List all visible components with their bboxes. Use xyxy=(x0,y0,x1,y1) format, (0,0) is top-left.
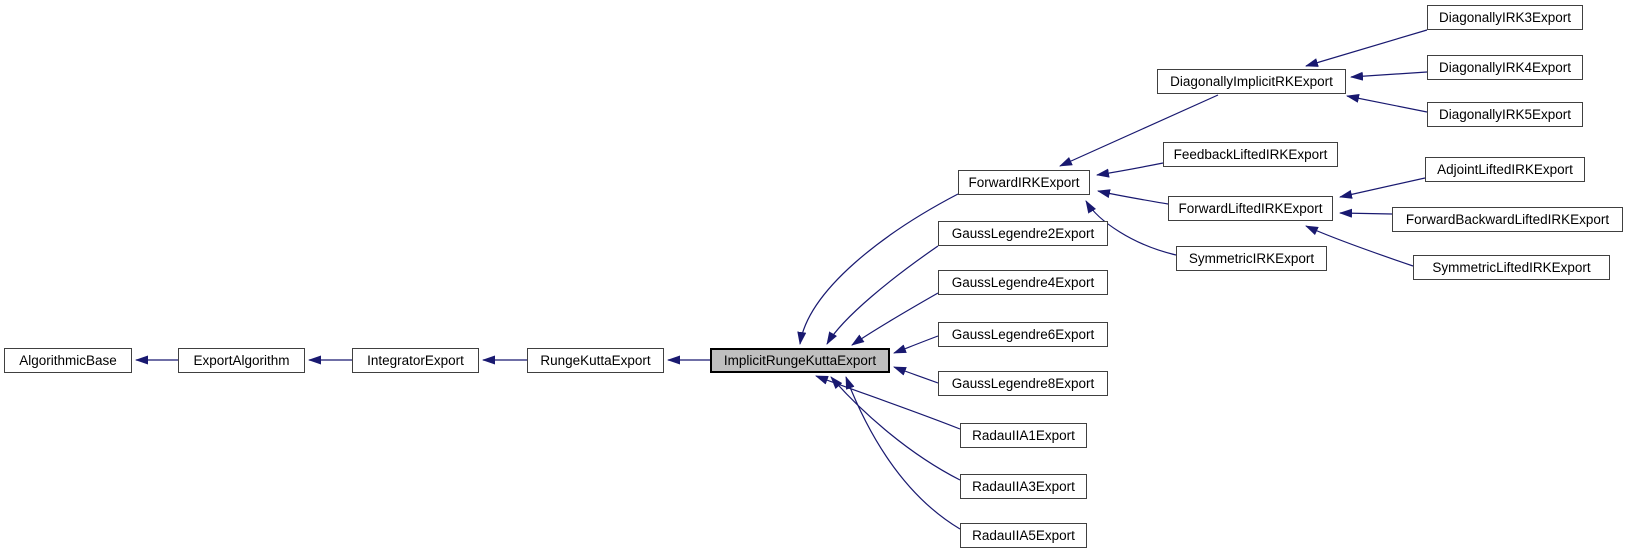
class-node-diagonallyirk4export[interactable]: DiagonallyIRK4Export xyxy=(1427,55,1583,80)
class-node-implicitrungekuttaexport: ImplicitRungeKuttaExport xyxy=(710,348,890,373)
class-node-diagonallyirk5export[interactable]: DiagonallyIRK5Export xyxy=(1427,102,1583,127)
class-node-label: RungeKuttaExport xyxy=(540,352,651,368)
class-node-label: GaussLegendre4Export xyxy=(951,274,1095,290)
class-node-label: GaussLegendre8Export xyxy=(951,375,1095,391)
inheritance-edge-radauiia5export-to-implicitrungekuttaexport xyxy=(845,376,961,530)
class-node-integratorexport[interactable]: IntegratorExport xyxy=(352,348,479,373)
inheritance-edge-radauiia1export-to-implicitrungekuttaexport xyxy=(815,375,961,430)
class-node-label: ExportAlgorithm xyxy=(193,352,290,368)
class-node-label: ForwardIRKExport xyxy=(968,174,1080,190)
inheritance-edge-symmetricliftedirkexport-to-forwardliftedirkexport xyxy=(1305,225,1414,267)
class-node-diagonallyirk3export[interactable]: DiagonallyIRK3Export xyxy=(1427,5,1583,30)
class-node-label: FeedbackLiftedIRKExport xyxy=(1173,146,1328,162)
class-node-label: RadauIIA1Export xyxy=(972,427,1075,443)
class-node-feedbackliftedirkexport[interactable]: FeedbackLiftedIRKExport xyxy=(1163,142,1338,167)
class-node-label: AlgorithmicBase xyxy=(19,352,117,368)
class-node-diagonallyimplicitrkexport[interactable]: DiagonallyImplicitRKExport xyxy=(1157,69,1346,94)
class-node-label: IntegratorExport xyxy=(367,352,464,368)
class-node-rungekuttaexport[interactable]: RungeKuttaExport xyxy=(527,348,664,373)
class-node-exportalgorithm[interactable]: ExportAlgorithm xyxy=(178,348,305,373)
class-node-radauiia5export[interactable]: RadauIIA5Export xyxy=(960,523,1087,548)
inheritance-edge-diagonallyirk3export-to-diagonallyimplicitrkexport xyxy=(1305,29,1428,67)
inheritance-edge-gausslegendre8export-to-implicitrungekuttaexport xyxy=(893,366,939,384)
inheritance-edge-gausslegendre4export-to-implicitrungekuttaexport xyxy=(851,292,939,346)
class-node-label: DiagonallyImplicitRKExport xyxy=(1170,73,1333,89)
inheritance-edge-forwardliftedirkexport-to-forwardirkexport xyxy=(1097,189,1169,205)
inheritance-edge-forwardbackwardliftedirkexport-to-forwardliftedirkexport xyxy=(1339,208,1393,218)
class-node-label: ImplicitRungeKuttaExport xyxy=(723,352,877,368)
class-node-symmetricirkexport[interactable]: SymmetricIRKExport xyxy=(1176,246,1327,271)
class-node-label: ForwardLiftedIRKExport xyxy=(1178,200,1323,216)
class-node-adjointliftedirkexport[interactable]: AdjointLiftedIRKExport xyxy=(1425,157,1585,182)
inheritance-edge-symmetricirkexport-to-forwardirkexport xyxy=(1085,200,1177,256)
inheritance-edge-radauiia3export-to-implicitrungekuttaexport xyxy=(830,376,961,481)
class-node-label: ForwardBackwardLiftedIRKExport xyxy=(1405,211,1610,227)
inheritance-edge-gausslegendre2export-to-implicitrungekuttaexport xyxy=(826,245,939,345)
class-node-gausslegendre2export[interactable]: GaussLegendre2Export xyxy=(938,221,1108,246)
class-node-label: RadauIIA3Export xyxy=(972,478,1075,494)
class-node-radauiia3export[interactable]: RadauIIA3Export xyxy=(960,474,1087,499)
class-node-label: DiagonallyIRK5Export xyxy=(1438,106,1572,122)
class-node-label: DiagonallyIRK3Export xyxy=(1438,9,1572,25)
inheritance-edge-diagonallyirk4export-to-diagonallyimplicitrkexport xyxy=(1350,71,1428,81)
class-node-label: DiagonallyIRK4Export xyxy=(1438,59,1572,75)
class-node-algorithmicbase[interactable]: AlgorithmicBase xyxy=(4,348,132,373)
class-node-radauiia1export[interactable]: RadauIIA1Export xyxy=(960,423,1087,448)
inheritance-edge-forwardirkexport-to-implicitrungekuttaexport xyxy=(797,193,959,345)
class-node-label: AdjointLiftedIRKExport xyxy=(1437,161,1573,177)
class-node-symmetricliftedirkexport[interactable]: SymmetricLiftedIRKExport xyxy=(1413,255,1610,280)
inheritance-edge-adjointliftedirkexport-to-forwardliftedirkexport xyxy=(1339,177,1426,199)
class-node-label: RadauIIA5Export xyxy=(972,527,1075,543)
class-node-gausslegendre4export[interactable]: GaussLegendre4Export xyxy=(938,270,1108,295)
class-node-gausslegendre6export[interactable]: GaussLegendre6Export xyxy=(938,322,1108,347)
inheritance-edge-gausslegendre6export-to-implicitrungekuttaexport xyxy=(893,335,939,354)
class-node-label: SymmetricLiftedIRKExport xyxy=(1432,259,1591,275)
class-node-gausslegendre8export[interactable]: GaussLegendre8Export xyxy=(938,371,1108,396)
class-node-forwardliftedirkexport[interactable]: ForwardLiftedIRKExport xyxy=(1168,196,1333,221)
class-node-forwardirkexport[interactable]: ForwardIRKExport xyxy=(958,170,1090,195)
class-node-forwardbackwardliftedirkexport[interactable]: ForwardBackwardLiftedIRKExport xyxy=(1392,207,1623,232)
inheritance-edge-diagonallyimplicitrkexport-to-forwardirkexport xyxy=(1059,94,1219,167)
class-node-label: GaussLegendre2Export xyxy=(951,225,1095,241)
inheritance-edge-feedbackliftedirkexport-to-forwardirkexport xyxy=(1096,162,1164,178)
class-node-label: SymmetricIRKExport xyxy=(1188,250,1315,266)
inheritance-edge-diagonallyirk5export-to-diagonallyimplicitrkexport xyxy=(1346,93,1428,113)
class-node-label: GaussLegendre6Export xyxy=(951,326,1095,342)
